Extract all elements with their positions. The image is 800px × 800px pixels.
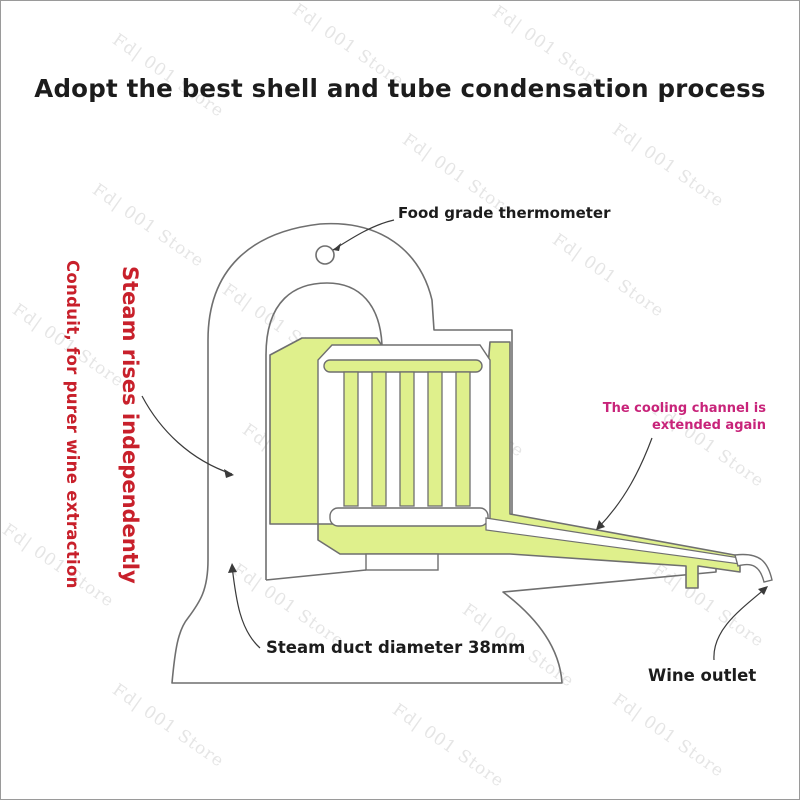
steam-rises-pointer-line bbox=[141, 395, 233, 475]
tube bbox=[343, 371, 359, 507]
top-manifold bbox=[323, 359, 483, 373]
steam-rises-label: Steam rises independently bbox=[118, 266, 142, 584]
wine-outlet-pointer-line bbox=[713, 587, 767, 661]
steam-duct-pointer-line bbox=[231, 565, 261, 649]
condenser-tubes bbox=[343, 371, 471, 507]
bottom-collector bbox=[329, 507, 489, 527]
thermometer bbox=[315, 245, 335, 265]
cooling-pointer-line bbox=[597, 437, 653, 529]
tube bbox=[427, 371, 443, 507]
conduit-label: Conduit, for purer wine extraction bbox=[63, 260, 82, 589]
base-line bbox=[265, 569, 367, 581]
diagram-title: Adopt the best shell and tube condensati… bbox=[34, 74, 766, 103]
steam-rises-arrowhead bbox=[224, 469, 234, 478]
tube bbox=[371, 371, 387, 507]
cooling-arrowhead bbox=[596, 520, 605, 530]
thermometer-arrowhead bbox=[333, 243, 341, 251]
cooling-channel-label-line1: The cooling channel is bbox=[602, 401, 766, 416]
thermometer-label: Food grade thermometer bbox=[398, 204, 611, 222]
cooling-channel-label: The cooling channel is extended again bbox=[603, 400, 766, 434]
tube bbox=[455, 371, 471, 507]
tube bbox=[399, 371, 415, 507]
cooling-channel-label-line2: extended again bbox=[651, 418, 766, 433]
steam-duct-arrowhead bbox=[228, 563, 237, 573]
outlet-spout bbox=[734, 553, 773, 583]
inner-arch-outline bbox=[265, 282, 383, 580]
wine-outlet-label: Wine outlet bbox=[648, 666, 757, 685]
wine-outlet-arrowhead bbox=[758, 586, 768, 595]
base-block bbox=[365, 553, 439, 571]
steam-duct-label: Steam duct diameter 38mm bbox=[266, 638, 526, 657]
outer-shell-outline bbox=[171, 222, 717, 684]
